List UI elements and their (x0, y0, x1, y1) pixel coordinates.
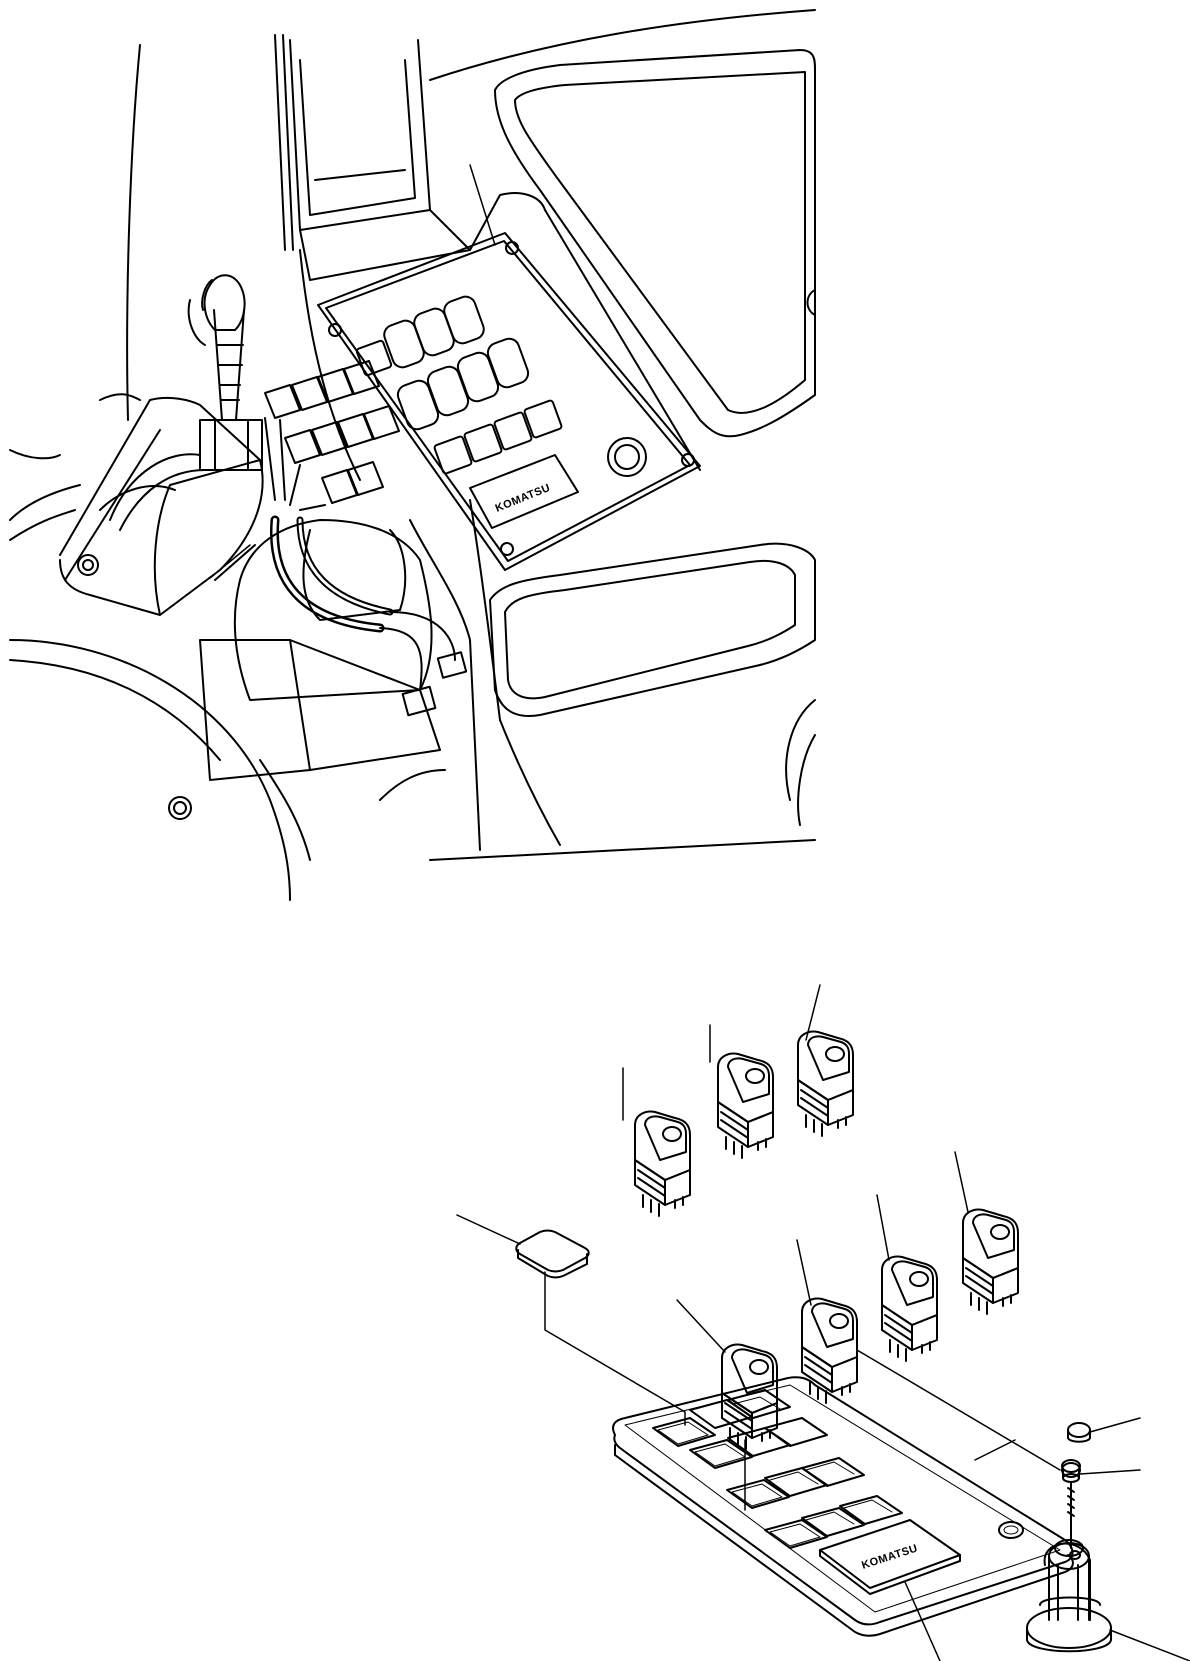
leader-lines (209, 164, 1190, 1661)
rocker-switch-e (881, 1255, 938, 1362)
joystick-lever (187, 274, 263, 471)
mount-hole (998, 1521, 1024, 1539)
mounting-screw (1061, 1459, 1081, 1549)
logo-text-lower: KOMATSU (860, 1542, 919, 1571)
left-pillar (126, 34, 294, 421)
logo-plate: KOMATSU (469, 454, 579, 529)
right-console (429, 9, 816, 471)
blank-plug (515, 1229, 590, 1279)
center-console (299, 249, 481, 851)
lever-boot (199, 519, 441, 781)
blank-plug-row (433, 399, 563, 475)
key-switch (607, 437, 647, 477)
dash-switch-panel: KOMATSU (317, 232, 701, 571)
rocker-switch-row-upper (355, 295, 485, 377)
logo-text-upper: KOMATSU (494, 482, 553, 515)
rocker-switch-b (717, 1052, 774, 1159)
side-console (59, 396, 264, 616)
rocker-switch-a (634, 1110, 691, 1217)
rocker-switch-c (797, 1030, 854, 1137)
rocker-switch-row-middle (396, 337, 530, 431)
lower-trim-panel (429, 499, 816, 861)
steering-column-cover (289, 39, 471, 281)
cab-overview: KOMATSU (9, 9, 816, 901)
rocker-switch-f (801, 1297, 858, 1404)
screw-cap (1067, 1422, 1091, 1443)
floor-contours (9, 393, 446, 901)
switch-openings (652, 1389, 903, 1549)
wire-harness (214, 515, 468, 717)
rocker-switch-g (721, 1343, 778, 1450)
rocker-switch-d (962, 1208, 1019, 1315)
connector-cluster (264, 360, 400, 511)
assembly-guide-lines (544, 1271, 1061, 1511)
key-switch-exploded (1026, 1539, 1112, 1653)
switch-panel-exploded: KOMATSU (209, 164, 1190, 1661)
base-plate: KOMATSU (612, 1376, 1081, 1637)
